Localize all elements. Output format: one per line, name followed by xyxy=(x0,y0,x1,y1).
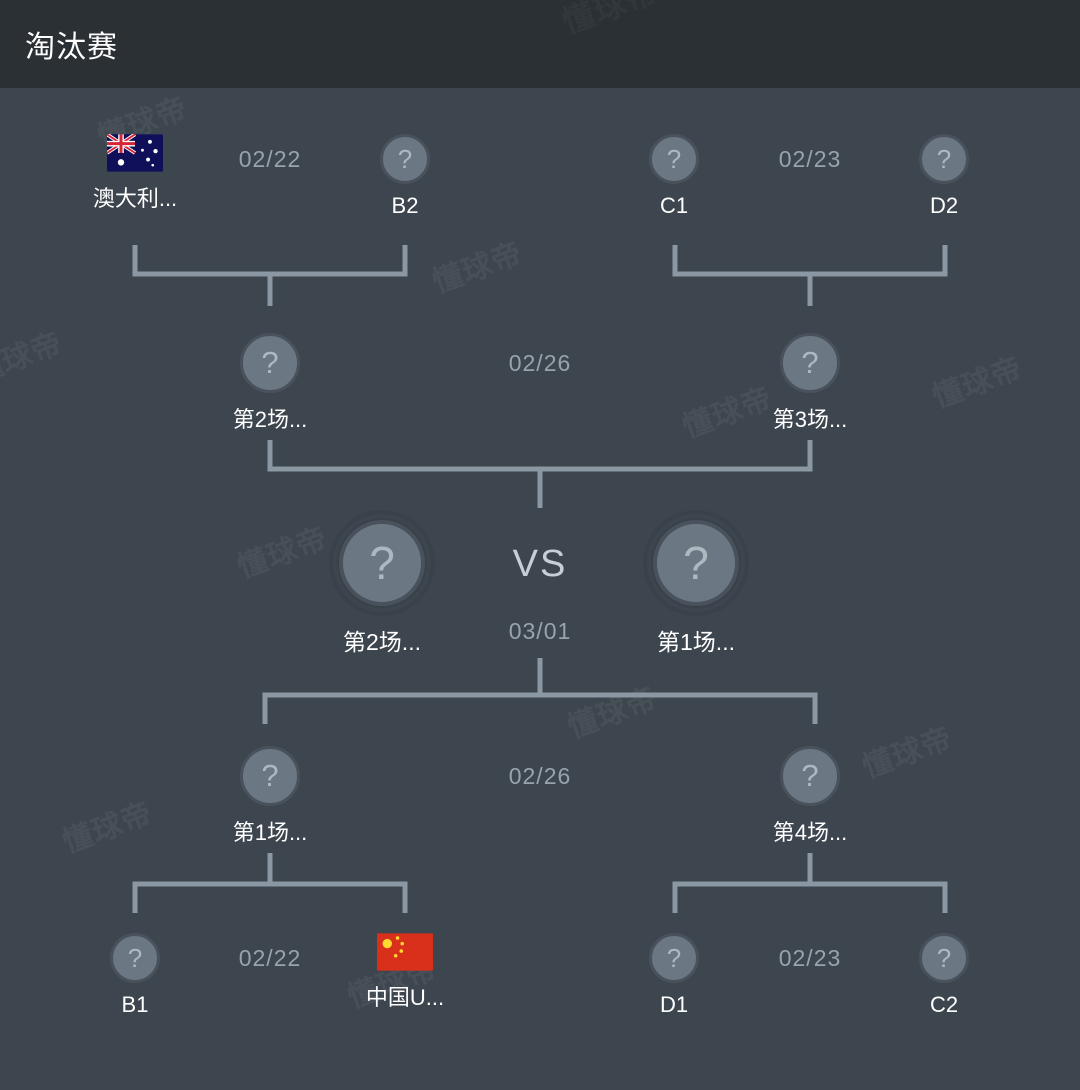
slot-sf-bottom-away[interactable]: ? 第4场... xyxy=(725,746,895,847)
vs-label: VS xyxy=(512,543,568,585)
connector-qf-bottom xyxy=(0,88,1080,1090)
unknown-team-icon: ? xyxy=(780,333,840,393)
match-date: 02/23 xyxy=(778,945,842,971)
slot-label: 澳大利... xyxy=(92,186,178,211)
slot-label: C1 xyxy=(659,193,689,218)
slot-qf-bot-right-home[interactable]: ? D1 xyxy=(589,933,759,1018)
slot-qf-top-left-away[interactable]: ? B2 xyxy=(320,134,490,219)
slot-sf-top-home[interactable]: ? 第2场... xyxy=(185,333,355,434)
connector-final-bottom xyxy=(0,88,1080,1090)
slot-qf-top-left-home[interactable]: 澳大利... xyxy=(50,134,220,213)
slot-label: B2 xyxy=(391,193,419,218)
slot-label: 第4场... xyxy=(772,820,848,845)
slot-label: 第2场... xyxy=(343,629,421,655)
flag-china-icon xyxy=(377,933,433,971)
unknown-team-icon: ? xyxy=(240,746,300,806)
match-date: 02/22 xyxy=(238,146,302,172)
unknown-team-icon: ? xyxy=(780,746,840,806)
slot-qf-bot-right-away[interactable]: ? C2 xyxy=(859,933,1029,1018)
slot-qf-bot-left-home[interactable]: ? B1 xyxy=(50,933,220,1018)
app-header: 懂球帝 淘汰赛 xyxy=(0,0,1080,88)
unknown-team-icon: ? xyxy=(649,933,699,983)
slot-label: 第1场... xyxy=(657,629,735,655)
unknown-team-icon: ? xyxy=(110,933,160,983)
match-date: 02/26 xyxy=(508,763,572,789)
connector-qf-top-left xyxy=(0,88,1080,1090)
match-date: 03/01 xyxy=(508,618,572,644)
slot-final-away[interactable]: ? 第1场... xyxy=(611,514,781,657)
slot-label: 第1场... xyxy=(232,820,308,845)
slot-label: D2 xyxy=(929,193,959,218)
slot-sf-top-away[interactable]: ? 第3场... xyxy=(725,333,895,434)
slot-sf-bottom-home[interactable]: ? 第1场... xyxy=(185,746,355,847)
unknown-team-icon: ? xyxy=(240,333,300,393)
slot-label: 第3场... xyxy=(772,407,848,432)
bracket-canvas: 懂球帝 懂球帝 懂球帝 懂球帝 懂球帝 懂球帝 懂球帝 懂球帝 懂球帝 懂球帝 xyxy=(0,88,1080,1090)
match-date: 02/23 xyxy=(778,146,842,172)
slot-label: 第2场... xyxy=(232,407,308,432)
unknown-team-icon: ? xyxy=(333,514,431,612)
page-title: 淘汰赛 xyxy=(25,31,118,64)
slot-qf-top-right-away[interactable]: ? D2 xyxy=(859,134,1029,219)
slot-label: 中国U... xyxy=(365,985,445,1010)
match-date: 02/22 xyxy=(238,945,302,971)
unknown-team-icon: ? xyxy=(919,933,969,983)
flag-australia-icon xyxy=(107,134,163,172)
slot-label: D1 xyxy=(659,992,689,1017)
slot-label: C2 xyxy=(929,992,959,1017)
slot-label: B1 xyxy=(121,992,149,1017)
slot-final-home[interactable]: ? 第2场... xyxy=(297,514,467,657)
watermark: 懂球帝 xyxy=(555,0,664,44)
connector-sf-top xyxy=(0,88,1080,1090)
unknown-team-icon: ? xyxy=(649,134,699,184)
slot-qf-top-right-home[interactable]: ? C1 xyxy=(589,134,759,219)
match-date: 02/26 xyxy=(508,350,572,376)
unknown-team-icon: ? xyxy=(380,134,430,184)
slot-qf-bot-left-away[interactable]: 中国U... xyxy=(320,933,490,1012)
unknown-team-icon: ? xyxy=(919,134,969,184)
unknown-team-icon: ? xyxy=(647,514,745,612)
